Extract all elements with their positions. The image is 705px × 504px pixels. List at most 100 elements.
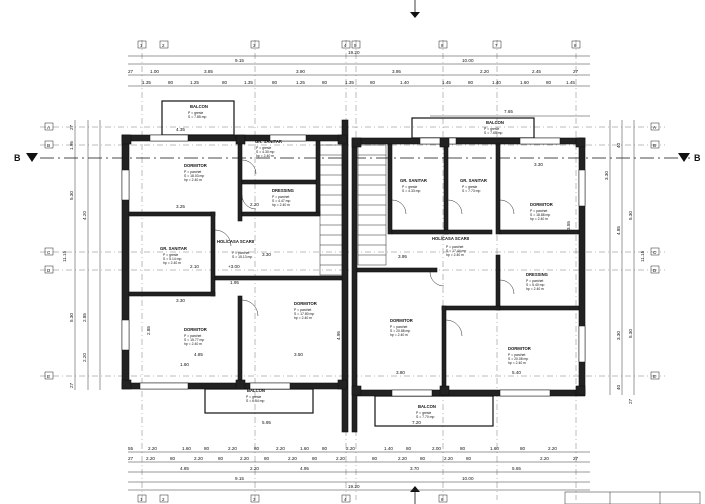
svg-text:E: E [47,374,50,379]
svg-text:10.00: 10.00 [462,58,474,63]
svg-text:1.95: 1.95 [69,141,74,150]
svg-text:80: 80 [546,80,552,85]
svg-text:3.90: 3.90 [296,69,305,74]
svg-text:80: 80 [372,456,378,461]
dimension-chains-bottom: 55 2.20 1.60 80 2.20 80 2.20 1.60 80 2.2… [128,446,590,491]
svg-text:2.20: 2.20 [288,456,297,461]
windows [121,134,586,397]
svg-text:2.20: 2.20 [336,456,345,461]
svg-text:P = parchet: P = parchet [530,209,547,213]
svg-text:2.20: 2.20 [480,69,489,74]
svg-text:hp = 2.40 m: hp = 2.40 m [508,361,526,365]
svg-text:P = parchet: P = parchet [184,334,201,338]
svg-text:11.15: 11.15 [62,250,67,262]
svg-text:GR. SANITAR: GR. SANITAR [160,246,187,251]
svg-text:P = gresie: P = gresie [163,253,178,257]
svg-text:3.50: 3.50 [294,352,303,357]
svg-text:P = parchet: P = parchet [446,245,463,249]
svg-text:C: C [653,250,657,255]
svg-text:80: 80 [370,80,376,85]
svg-text:GR. SANITAR: GR. SANITAR [460,178,487,183]
svg-text:3.30: 3.30 [604,171,609,180]
svg-text:2.20: 2.20 [250,466,259,471]
svg-text:1.95: 1.95 [230,280,239,285]
svg-text:2.85: 2.85 [82,313,87,322]
svg-text:80: 80 [254,446,260,451]
doors [214,159,515,337]
svg-text:1.60: 1.60 [182,446,191,451]
svg-text:80: 80 [420,456,426,461]
svg-text:DRESSING: DRESSING [272,188,294,193]
svg-text:hp = 2.40 m: hp = 2.40 m [272,203,290,207]
svg-text:DORMITOR: DORMITOR [530,202,553,207]
svg-text:P = parchet: P = parchet [184,170,201,174]
svg-text:3.30: 3.30 [534,162,543,167]
svg-text:S = 7.85 mp: S = 7.85 mp [188,115,206,119]
svg-text:S = 20.08 mp: S = 20.08 mp [508,357,528,361]
svg-text:3.95: 3.95 [392,69,401,74]
svg-text:P = gresie: P = gresie [188,111,203,115]
svg-text:2: 2 [162,43,165,48]
section-line-a [410,0,420,504]
svg-text:27: 27 [128,456,134,461]
stair-left [319,144,343,276]
axis-letters: A B C D E A B C D E [44,122,660,380]
svg-text:P = gresie: P = gresie [484,127,499,131]
stair-right [357,144,387,266]
svg-text:DRESSING: DRESSING [526,272,548,277]
svg-text:1.40: 1.40 [384,446,393,451]
svg-text:GR. SANITAR: GR. SANITAR [400,178,427,183]
svg-text:hp = 2.40 m: hp = 2.40 m [530,217,548,221]
dimension-chains-left: 27 1.95 5.30 4.20 11.15 5.30 2.85 2.20 2… [62,120,101,390]
svg-text:HOL/CASA SCARII: HOL/CASA SCARII [432,236,469,241]
svg-text:1.35: 1.35 [244,80,253,85]
section-label-right: B [694,153,701,163]
svg-text:27: 27 [69,124,74,130]
svg-text:4.95: 4.95 [300,466,309,471]
svg-text:3.85: 3.85 [204,69,213,74]
svg-text:2.10: 2.10 [190,264,199,269]
svg-text:4: 4 [344,43,347,48]
svg-text:2.00: 2.00 [432,446,441,451]
svg-text:C: C [47,250,51,255]
svg-text:S = 15.13 mp: S = 15.13 mp [232,255,252,259]
svg-text:BALCON: BALCON [418,404,436,409]
svg-text:P = parchet: P = parchet [272,195,289,199]
svg-text:1.00: 1.00 [150,69,159,74]
svg-text:4.85: 4.85 [616,226,621,235]
axis-numbers-top: 1 3 4 5 6 7 8 2 [137,40,581,49]
svg-text:3.30: 3.30 [262,252,271,257]
svg-text:GR. SANITAR: GR. SANITAR [255,139,282,144]
svg-text:80: 80 [264,456,270,461]
svg-text:A: A [653,125,656,130]
svg-text:2: 2 [162,497,165,502]
svg-text:3.55: 3.55 [566,221,571,230]
svg-text:2.20: 2.20 [276,446,285,451]
svg-text:4.95: 4.95 [336,331,341,340]
svg-text:hp = 2.40 m: hp = 2.40 m [294,316,312,320]
svg-text:HOL/CASA SCARII: HOL/CASA SCARII [217,239,254,244]
dim-total-top: 19.20 [348,50,360,55]
svg-text:2.20: 2.20 [398,456,407,461]
svg-text:1: 1 [140,497,143,502]
svg-text:5.30: 5.30 [628,211,633,220]
svg-text:8: 8 [574,43,577,48]
svg-text:55: 55 [128,446,134,451]
svg-text:3.80: 3.80 [396,370,405,375]
svg-text:1: 1 [140,43,143,48]
svg-text:3: 3 [253,43,256,48]
svg-text:27: 27 [573,456,579,461]
svg-text:5.30: 5.30 [628,329,633,338]
svg-text:10.00: 10.00 [462,476,474,481]
interior-walls [128,140,580,391]
svg-text:P = parchet: P = parchet [508,353,525,357]
axis-numbers-bottom: 1 2 3 4 6 [137,494,448,503]
svg-text:80: 80 [312,456,318,461]
section-label-left: B [14,153,21,163]
svg-text:BALCON: BALCON [247,388,265,393]
